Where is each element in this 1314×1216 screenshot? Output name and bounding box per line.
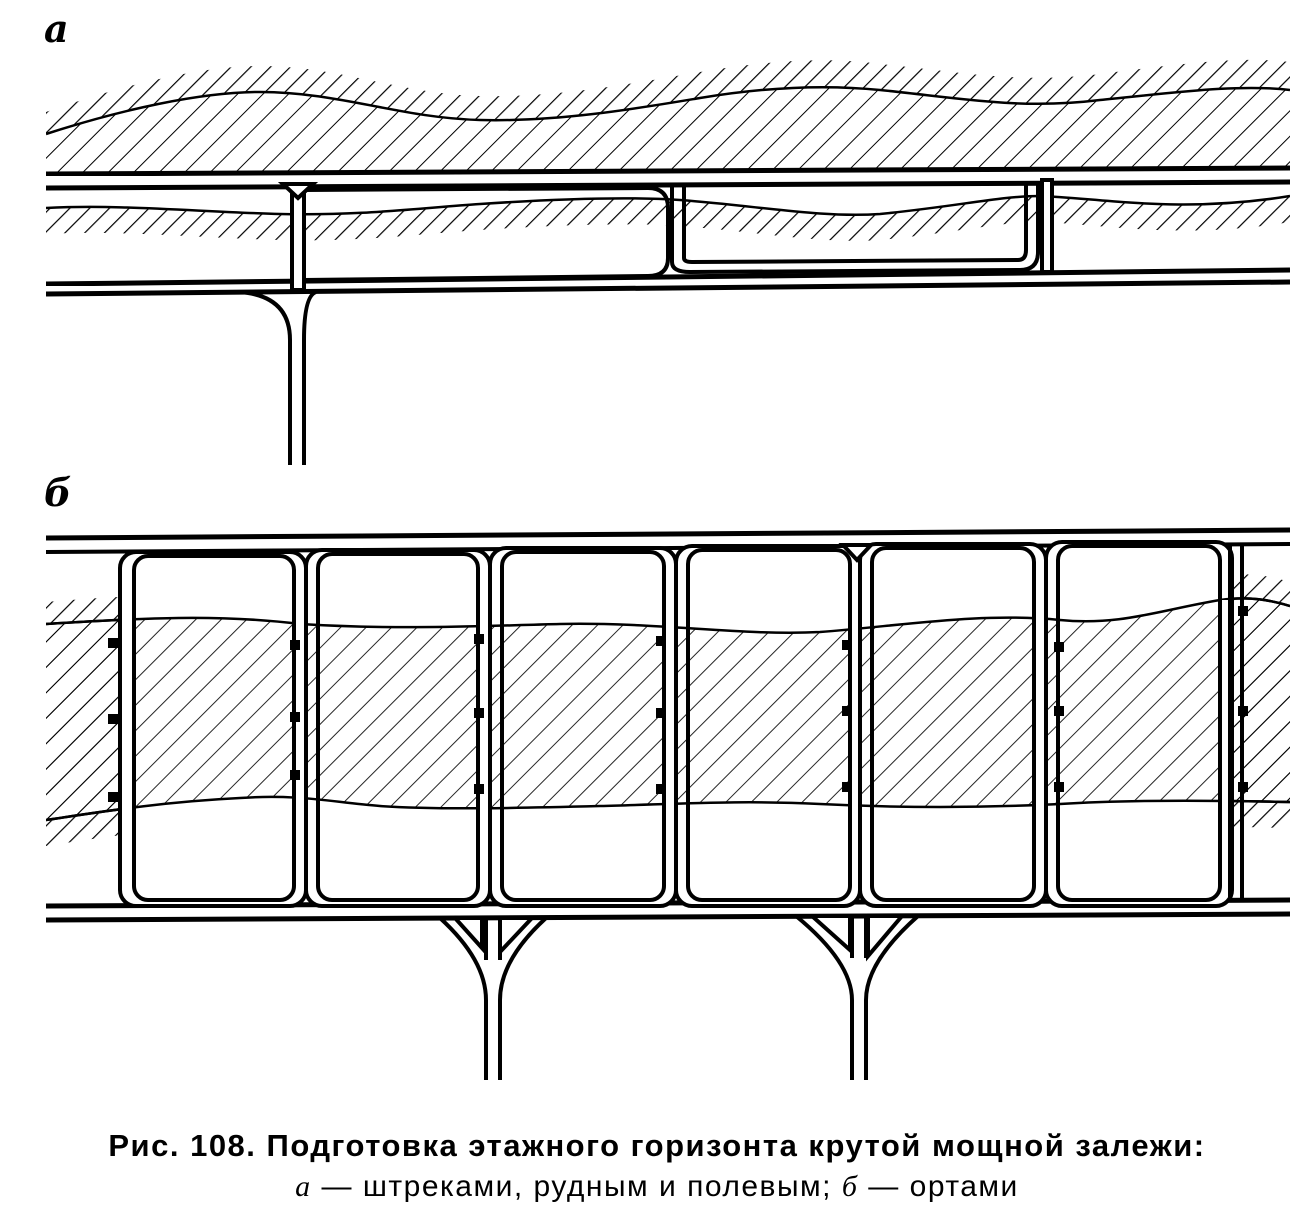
panel-a-label: а	[44, 6, 69, 51]
shaft-access-b1	[438, 916, 548, 1080]
caption-item-a-letter: а	[295, 1170, 312, 1203]
figure-caption: Рис. 108. Подготовка этажного горизонта …	[0, 1128, 1314, 1204]
upper-contact-ticks	[46, 59, 1290, 134]
caption-legend-line: а — штреками, рудным и полевым; б — орта…	[0, 1170, 1314, 1204]
mine-level-diagram	[46, 59, 1290, 1080]
field-drift-top	[46, 267, 1290, 287]
crosscut-3	[1040, 178, 1054, 274]
caption-prefix: Рис.	[108, 1128, 180, 1163]
caption-item-b-letter: б	[841, 1170, 859, 1203]
orebody-upper-hatch	[46, 87, 1290, 172]
panel-b-diagram	[46, 527, 1290, 1080]
shaft-access-b2	[794, 914, 920, 1080]
upper-contact-line	[46, 85, 1290, 136]
shaft-access-a	[239, 290, 317, 465]
crosscut-loop-2	[303, 185, 670, 282]
hanging-drift-top	[46, 527, 1290, 541]
panel-a-diagram	[46, 59, 1290, 465]
ore-drift-top	[46, 165, 1290, 177]
caption-item-b-text: — ортами	[868, 1170, 1019, 1203]
triangle-marker-b-top	[838, 543, 876, 563]
footwall-drift-bottom	[46, 911, 1290, 923]
crosscut-1	[290, 184, 306, 292]
caption-title-line: Рис. 108. Подготовка этажного горизонта …	[0, 1128, 1314, 1164]
caption-title: Подготовка этажного горизонта крутой мощ…	[266, 1128, 1206, 1163]
caption-item-a-text: — штреками, рудным и полевым;	[321, 1170, 833, 1203]
ore-drift-bottom	[46, 179, 1290, 191]
caption-number: 108.	[190, 1128, 257, 1163]
panel-b-label: б	[44, 470, 72, 515]
chute-markers	[108, 606, 1248, 802]
triangle-marker-a	[277, 182, 319, 201]
